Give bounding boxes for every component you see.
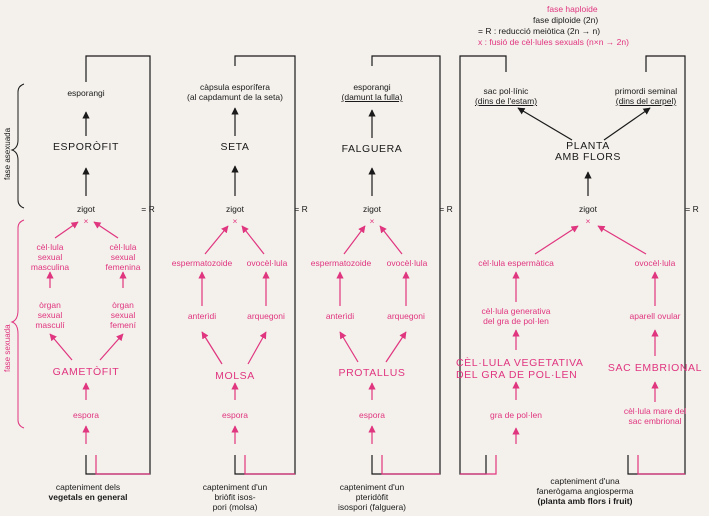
col3-antheridium: anterìdi: [325, 311, 355, 321]
col3-spore: espora: [359, 410, 385, 420]
col4-mother-cell-1: cèl·lula mare del: [623, 406, 687, 416]
col1-gametophyte: GAMETÒFIT: [52, 366, 120, 378]
col2-zygote: zigot: [226, 204, 244, 214]
col2-lines: [198, 55, 296, 475]
col2-antheridium: anterìdi: [187, 311, 217, 321]
col3-sporangium: esporangi: [353, 82, 391, 92]
col1-spore: espora: [73, 410, 99, 420]
col1-fusion-mark: ×: [83, 216, 89, 226]
label-asexual-phase: fase asexuada: [3, 127, 12, 180]
col4-reduction-mark: = R: [685, 204, 699, 214]
col3-lines: [336, 55, 441, 475]
col4-generative-2: del gra de pol·len: [483, 316, 549, 326]
col4-generative-1: cèl·lula generativa: [481, 306, 551, 316]
col2-capsule-1: càpsula esporífera: [200, 82, 270, 92]
col4-vegetative-1: CÈL·LULA VEGETATIVA: [456, 357, 584, 369]
col1-zygote: zigot: [77, 204, 95, 214]
col4-sperm-cell: cèl·lula espermàtica: [478, 258, 554, 268]
col2-egg: ovocèl·lula: [246, 258, 288, 268]
col4-pollen-sac-1: sac pol·línic: [483, 86, 529, 96]
col3-egg: ovocèl·lula: [386, 258, 428, 268]
col2-sperm: espermatozoide: [171, 258, 233, 268]
col3-under-leaf: (damunt la fulla): [341, 92, 403, 102]
col2-capsule-2: (al capdamunt de la seta): [187, 92, 283, 102]
col4-seminal-1: primordi seminal: [614, 86, 678, 96]
col4-pollen-grain: gra de pol·len: [490, 410, 542, 420]
col2-archegonium: arquegoni: [247, 311, 285, 321]
col4-fusion-mark: ×: [585, 216, 591, 226]
col3-fusion-mark: ×: [369, 216, 375, 226]
col4-vegetative-2: DEL GRA DE POL·LEN: [456, 369, 578, 381]
col1-female-cell: cèl·lula sexual femenina: [105, 242, 141, 272]
col4-embryo-sac: SAC EMBRIONAL: [607, 362, 703, 374]
col3-caption-1: capteniment d'un: [339, 482, 405, 492]
brace-asexual: [10, 83, 25, 209]
col4-caption-3: (planta amb flors i fruit): [537, 496, 633, 506]
legend-fusion: x : fusió de cèl·lules sexuals (n×n → 2n…: [478, 37, 629, 47]
col4-caption-2: fanerògama angiosperma: [536, 486, 634, 496]
col4-ovular: aparell ovular: [629, 311, 681, 321]
col3-caption-3: isospori (falguera): [337, 502, 407, 512]
col1-reduction-mark: = R: [141, 204, 155, 214]
col2-fusion-mark: ×: [232, 216, 238, 226]
col4-zygote: zigot: [579, 204, 597, 214]
col2-seta: SETA: [220, 141, 250, 153]
col1-male-organ: òrgan sexual masculí: [35, 300, 65, 330]
brace-sexual: [10, 219, 25, 429]
col3-reduction-mark: = R: [439, 204, 453, 214]
legend-reduction: = R : reducció meiòtica (2n → n): [478, 26, 601, 36]
col3-fern: FALGUERA: [341, 143, 403, 155]
col4-lines: [459, 55, 686, 475]
col4-egg: ovocèl·lula: [634, 258, 676, 268]
col4-plant-2: AMB FLORS: [554, 151, 622, 163]
label-sexual-phase: fase sexuada: [3, 324, 12, 372]
col2-spore: espora: [222, 410, 248, 420]
col4-seminal-2: (dins del carpel): [615, 96, 677, 106]
col4-plant-1: PLANTA: [566, 140, 610, 152]
col4-pollen-sac-2: (dins de l'estam): [474, 96, 538, 106]
col1-female-organ: òrgan sexual femení: [110, 300, 136, 330]
col1-lines: [46, 55, 151, 475]
legend-diploid: fase diploide (2n): [533, 15, 599, 25]
legend-haploid: fase haploide: [547, 4, 598, 14]
col2-moss: MOLSA: [215, 370, 255, 382]
col4-caption-1: capteniment d'una: [550, 476, 620, 486]
col3-caption-2: pteridòfit: [355, 492, 389, 502]
col2-reduction-mark: = R: [294, 204, 308, 214]
col4-mother-cell-2: sac embrional: [628, 416, 682, 426]
col1-male-cell: cèl·lula sexual masculina: [30, 242, 70, 272]
col3-prothallus: PROTALLUS: [338, 367, 406, 379]
col1-sporophyte: ESPORÒFIT: [52, 141, 120, 153]
col3-zygote: zigot: [363, 204, 381, 214]
col1-caption-1: capteniment dels: [55, 482, 121, 492]
col2-caption-3: pori (molsa): [212, 502, 258, 512]
col3-sperm: espermatozoide: [310, 258, 372, 268]
col1-caption-2: vegetals en general: [48, 492, 128, 502]
col3-archegonium: arquegoni: [387, 311, 425, 321]
col1-sporangium: esporangi: [67, 88, 105, 98]
col2-caption-2: briòfit isos-: [214, 492, 256, 502]
col2-caption-1: capteniment d'un: [202, 482, 268, 492]
